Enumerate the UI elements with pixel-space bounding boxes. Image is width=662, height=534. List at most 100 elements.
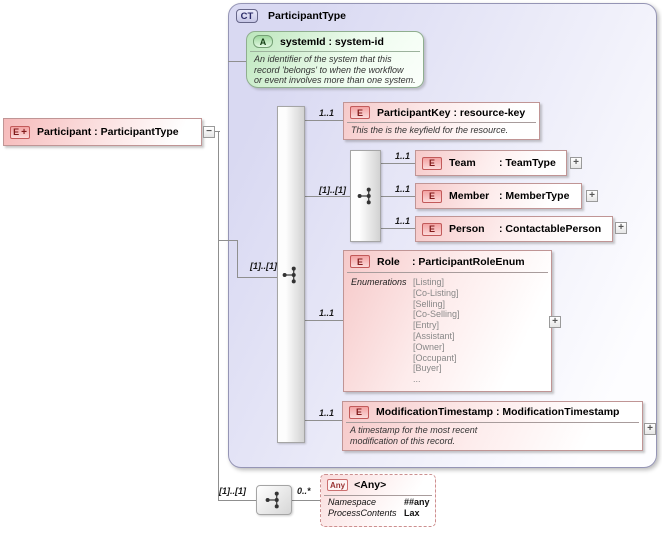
connector-line <box>218 240 238 241</box>
element-team[interactable]: E Team : TeamType <box>415 150 567 176</box>
divider <box>347 272 548 273</box>
element-badge: E+ <box>10 125 30 139</box>
enum-value: [Entry] <box>413 320 440 331</box>
expand-toggle[interactable]: + <box>586 190 598 202</box>
element-type: : ParticipantRoleEnum <box>412 255 525 268</box>
element-annotation: This the is the keyfield for the resourc… <box>351 125 509 135</box>
cardinality-label: [1]..[1] <box>219 486 246 496</box>
complextype-badge: CT <box>236 9 258 23</box>
annotation-line: modification of this record. <box>350 435 456 446</box>
element-label: ModificationTimestamp : ModificationTime… <box>376 406 620 418</box>
cardinality-label: 1..1 <box>318 308 334 318</box>
element-name: Member <box>449 190 490 202</box>
cardinality-label: 1..1 <box>394 151 410 161</box>
enum-value: [Assistant] <box>413 330 455 341</box>
plus-icon: + <box>589 190 595 201</box>
element-role[interactable]: E Role : ParticipantRoleEnum Enumeration… <box>343 250 552 392</box>
element-type: : TeamType <box>499 157 556 169</box>
enum-value: [Buyer] <box>413 363 442 374</box>
complextype-title: ParticipantType <box>268 10 346 22</box>
plus-icon: + <box>573 157 579 168</box>
element-badge: E <box>350 106 370 119</box>
enum-value: [Selling] <box>413 298 446 309</box>
enum-value: [Co-Selling] <box>413 309 460 320</box>
element-badge: E <box>422 222 442 236</box>
enum-value: [Co-Listing] <box>413 287 459 298</box>
element-person[interactable]: E Person : ContactablePerson <box>415 216 613 242</box>
enumerations-section: Enumerations [Listing] [Co-Listing] [Sel… <box>344 273 551 385</box>
connector-line <box>218 500 257 501</box>
divider <box>346 422 639 423</box>
any-compositor[interactable] <box>256 485 292 515</box>
connector-line <box>305 320 344 321</box>
attribute-badge: A <box>253 35 273 48</box>
connector-line <box>228 61 247 62</box>
expand-toggle[interactable]: + <box>644 423 656 435</box>
sequence-icon <box>357 187 371 205</box>
element-badge: E <box>350 255 370 268</box>
attribute-annotation: An identifier of the system that this re… <box>247 52 423 86</box>
plus-glyph: + <box>21 126 27 138</box>
annotation-line: record 'belongs' to when the workflow <box>254 64 404 75</box>
enum-value: ... <box>413 374 421 385</box>
attribute-systemid[interactable]: A systemId : system-id An identifier of … <box>246 31 424 88</box>
attribute-label: systemId : system-id <box>280 35 384 48</box>
cardinality-label: 1..1 <box>394 184 410 194</box>
enumerations-label: Enumerations <box>351 277 407 287</box>
connector-line <box>292 500 321 501</box>
expand-toggle[interactable]: + <box>615 222 627 234</box>
cardinality-label: [1]..[1] <box>250 261 277 271</box>
enum-value: [Owner] <box>413 341 445 352</box>
collapse-toggle[interactable]: − <box>203 126 215 138</box>
element-name: Team <box>449 157 476 169</box>
sequence-icon <box>282 266 296 283</box>
element-badge: E <box>422 156 442 170</box>
annotation-line: A timestamp for the most recent <box>350 425 478 435</box>
connector-line <box>237 277 278 278</box>
annotation-line: An identifier of the system that this <box>254 54 392 64</box>
element-modificationtimestamp[interactable]: E ModificationTimestamp : ModificationTi… <box>342 401 643 451</box>
element-member[interactable]: E Member : MemberType <box>415 183 582 209</box>
divider <box>347 122 536 123</box>
element-name: Person <box>449 223 485 235</box>
element-annotation: A timestamp for the most recent modifica… <box>343 423 642 446</box>
sequence-icon <box>265 491 279 509</box>
connector-line <box>381 163 416 164</box>
plus-icon: + <box>618 222 624 233</box>
minus-icon: − <box>206 126 212 137</box>
connector-line <box>381 196 416 197</box>
connector-line <box>381 228 416 229</box>
connector-line <box>305 420 343 421</box>
complextype-header[interactable]: CT ParticipantType <box>236 9 346 23</box>
element-label: ParticipantKey : resource-key <box>377 106 526 119</box>
annotation-line: or event involves more than one system. <box>254 75 416 85</box>
property-value: ##any <box>404 497 430 507</box>
sequence-compositor[interactable] <box>277 106 305 443</box>
choice-compositor[interactable] <box>350 150 381 242</box>
cardinality-label: 0..* <box>297 486 311 496</box>
enum-value: [Occupant] <box>413 352 457 363</box>
enum-value: [Listing] <box>413 277 445 287</box>
element-participantkey[interactable]: E ParticipantKey : resource-key This the… <box>343 102 540 140</box>
cardinality-label: [1]..[1] <box>319 185 346 195</box>
plus-icon: + <box>552 316 558 327</box>
element-badge: E <box>422 189 442 203</box>
element-participant[interactable]: E+ Participant : ParticipantType <box>3 118 202 146</box>
connector-line <box>218 131 219 501</box>
element-label: Participant : ParticipantType <box>37 126 179 138</box>
cardinality-label: 1..1 <box>394 216 410 226</box>
any-label: <Any> <box>354 479 387 491</box>
enumerations-list: [Listing] [Co-Listing] [Selling] [Co-Sel… <box>413 277 460 385</box>
plus-icon: + <box>647 423 653 434</box>
element-type: : MemberType <box>499 190 570 202</box>
expand-toggle[interactable]: + <box>570 157 582 169</box>
connector-line <box>305 120 344 121</box>
connector-line <box>213 131 220 132</box>
element-badge: E <box>349 405 369 419</box>
cardinality-label: 1..1 <box>318 408 334 418</box>
expand-toggle[interactable]: + <box>549 316 561 328</box>
property-value: Lax <box>404 508 420 518</box>
badge-letter: E <box>13 127 20 137</box>
wildcard-any[interactable]: Any <Any> Namespace ##any ProcessContent… <box>320 474 436 527</box>
